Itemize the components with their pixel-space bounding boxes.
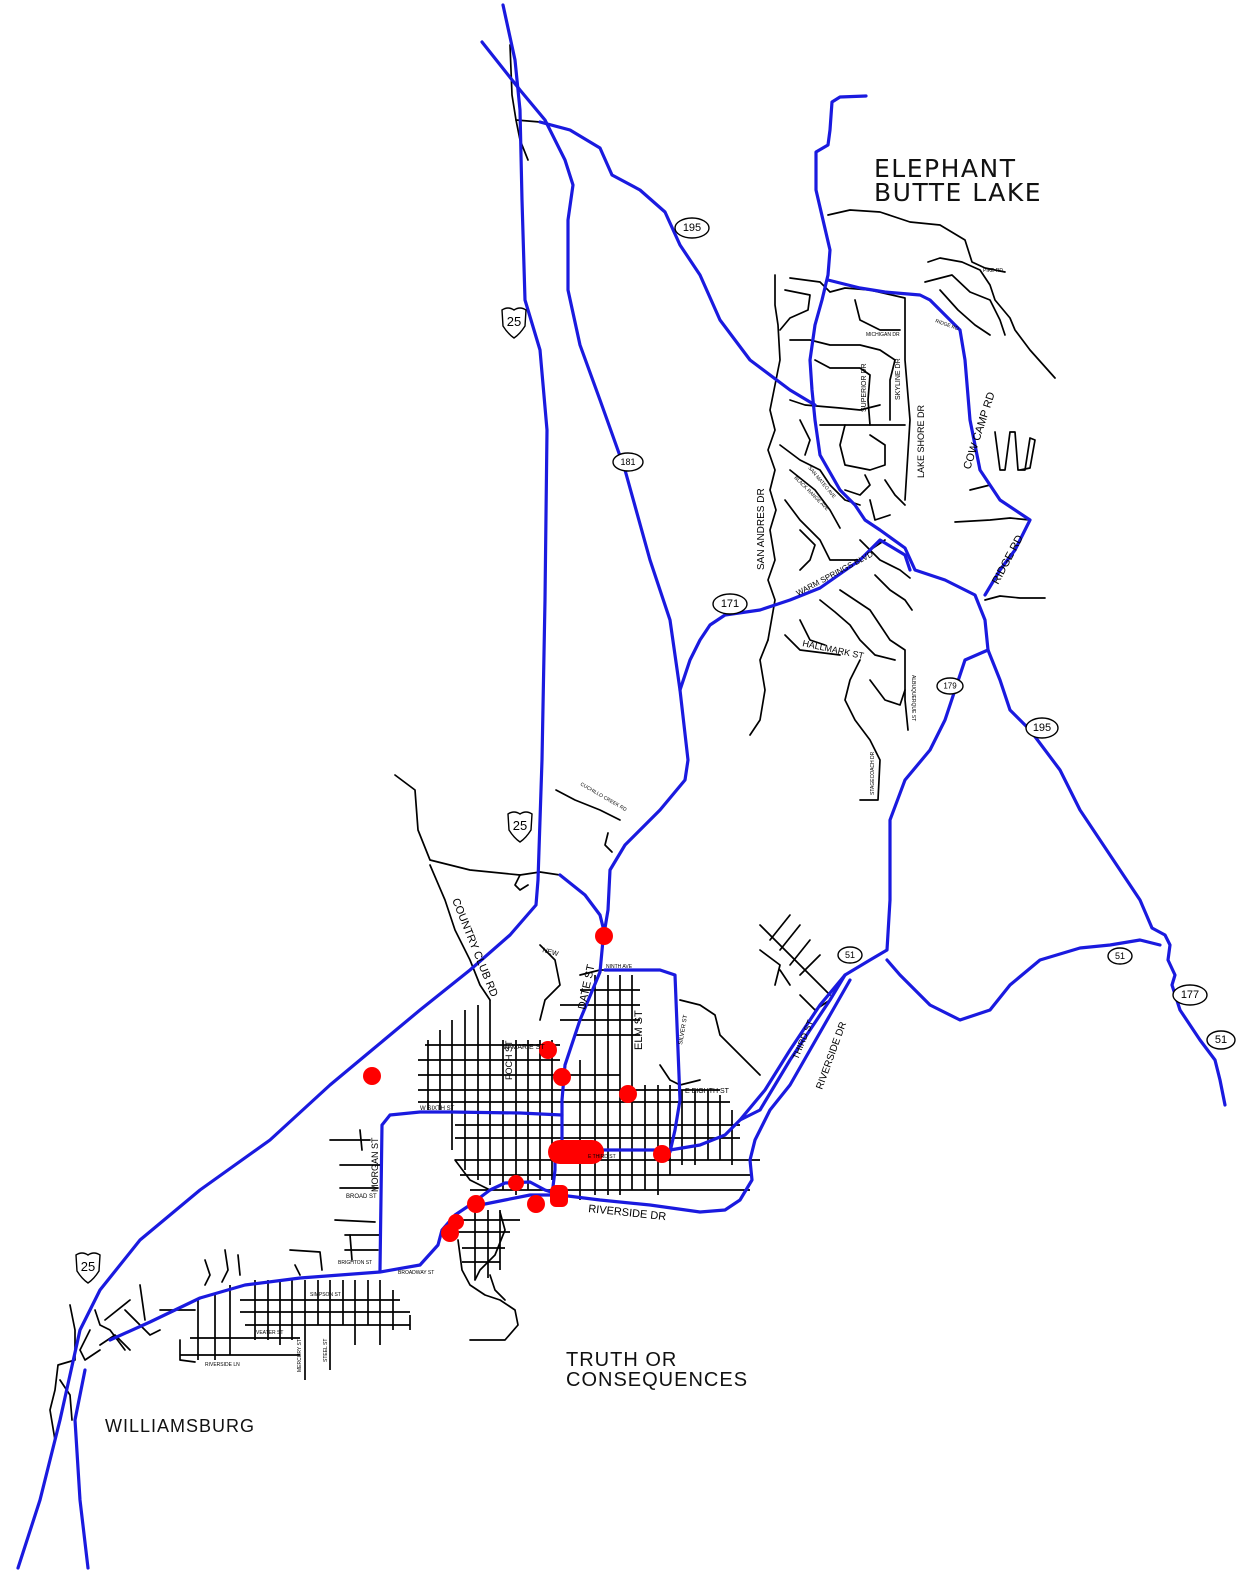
truth-or-consequences-label-1: TRUTH OR [566,1349,677,1371]
svg-text:51: 51 [845,950,855,960]
street-labels: COW CAMP RD RIDGE RD LAKE SHORE DR SAN A… [205,268,1026,1372]
svg-text:195: 195 [1033,722,1051,734]
stagecoach-dr-label: STAGECOACH DR [870,751,876,795]
interstate-25-south-shield: 25 [75,1252,101,1284]
route-51-east-shield: 51 [1107,947,1133,965]
e-third-st-label: E THIRD ST [588,1154,616,1160]
ridge-rd-small-label: RIDGE RD [934,318,959,332]
lake-shore-dr-label: LAKE SHORE DR [916,404,926,478]
marker-e-eighth [619,1085,637,1103]
mercury-st-label: MERCURY ST [297,1339,303,1372]
svg-text:177: 177 [1181,989,1199,1001]
svg-text:181: 181 [620,457,635,467]
foch-st-label: FOCH ST [504,1040,514,1080]
steel-st-label: STEEL ST [323,1339,329,1362]
marker-third-east [653,1145,671,1163]
route-179-shield: 179 [936,677,964,695]
williamsburg-label: WILLIAMSBURG [105,1416,255,1436]
svg-text:179: 179 [943,682,957,691]
downtown-street-grid [180,975,760,1380]
route-171-shield: 171 [712,593,748,615]
place-labels: ELEPHANT BUTTE LAKE TRUTH OR CONSEQUENCE… [105,154,1042,1436]
incident-markers [363,927,671,1242]
skyline-dr-label: SKYLINE DR [895,358,902,400]
marker-broadway-c [441,1224,459,1242]
simpson-st-label: SIMPSON ST [310,1292,341,1298]
truth-or-consequences-label-2: CONSEQUENCES [566,1369,748,1391]
cuchillo-creek-rd-label: CUCHILLO CREEK RD [579,782,628,814]
route-51-far-shield: 51 [1206,1030,1236,1050]
pike-rd-label: PIKE RD [983,268,1003,274]
michigan-dr-label: MICHIGAN DR [866,332,900,338]
brighton-st-label: BRIGHTON ST [338,1260,372,1266]
albuquerque-st-label: ALBUQUERQUE ST [910,675,916,721]
route-195-north-shield: 195 [674,217,710,239]
interstate-25-mid-shield: 25 [507,811,533,843]
elm-st-label: ELM ST [633,1010,645,1050]
route-51-town-shield: 51 [837,946,863,964]
marker-broadway-a [467,1195,485,1213]
svg-text:25: 25 [507,314,521,329]
superior-dr-label: SUPERIOR DR [861,363,868,412]
ninth-ave-label: NINTH AVE [606,964,633,970]
svg-text:25: 25 [81,1259,95,1274]
elephant-butte-label-1: ELEPHANT [874,154,1016,183]
veater-st-label: VEATER ST [256,1330,283,1336]
third-st-label: THIRD ST [791,1018,816,1061]
marker-w-marie [539,1041,557,1059]
marker-riverside-pair [550,1185,568,1207]
marker-downtown-cluster [548,1140,604,1164]
interstate-shields: 25 25 25 [75,307,533,1284]
route-195-east-shield: 195 [1025,717,1059,739]
w-marie-st-label: W MARIE ST [503,1044,545,1051]
marker-riverside-mid [527,1195,545,1213]
hallmark-st-label: HALLMARK ST [802,638,866,661]
svg-text:195: 195 [683,222,701,234]
svg-text:51: 51 [1115,951,1125,961]
w-sixth-st-label: W SIXTH ST [420,1106,455,1112]
svg-text:171: 171 [721,598,739,610]
country-club-rd-label: COUNTRY CLUB RD [449,897,500,999]
marker-north-entry [595,927,613,945]
e-eighth-st-label: E EIGHTH ST [685,1088,730,1095]
marker-date-st [553,1068,571,1086]
svg-text:25: 25 [513,818,527,833]
broadway-st-label: BROADWAY ST [398,1270,434,1276]
san-andres-dr-label: SAN ANDRES DR [756,488,767,570]
broad-st-label: BROAD ST [346,1194,377,1200]
marker-riverside-west [508,1175,524,1191]
local-roads [49,44,1056,1441]
interstate-25-north-shield: 25 [501,307,527,339]
new-label: NEW [541,947,559,958]
marker-i25-interchange [363,1067,381,1085]
highways [16,3,1227,1570]
morgan-st-label: MORGAN ST [370,1137,380,1192]
silver-st-label: SILVER ST [678,1014,689,1045]
ridge-rd-label: RIDGE RD [990,533,1026,586]
cow-camp-rd-label: COW CAMP RD [961,391,997,471]
route-181-shield: 181 [612,452,644,472]
riverside-ln-label: RIVERSIDE LN [205,1362,240,1368]
warm-springs-blvd-label: WARM SPRINGS BLVD [795,549,875,597]
route-shields: 195 181 171 179 195 51 51 177 [612,217,1236,1050]
elephant-butte-label-2: BUTTE LAKE [874,178,1042,207]
svg-text:51: 51 [1215,1034,1227,1046]
route-177-shield: 177 [1172,984,1208,1006]
